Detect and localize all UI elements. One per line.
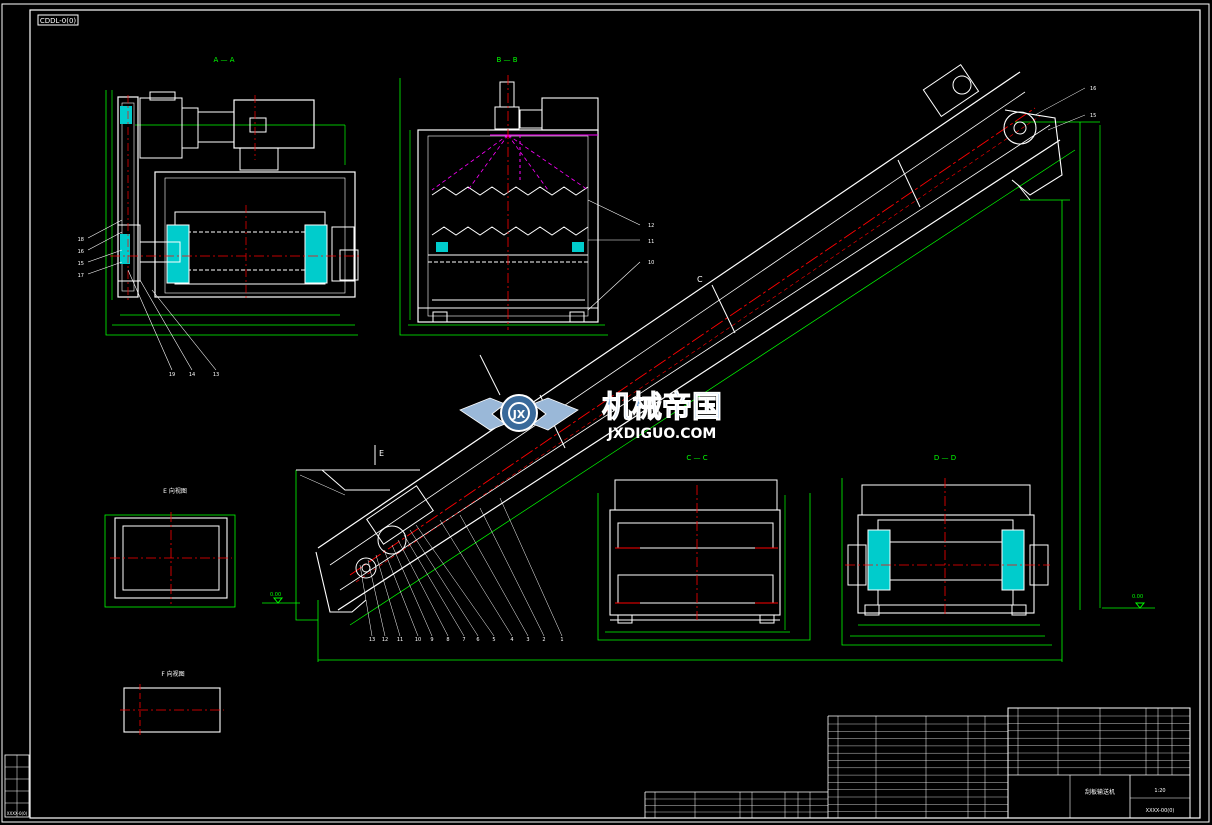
frame-code-box: [37, 14, 79, 26]
conv-balloon-2: 12: [382, 637, 388, 643]
view-f: F 向视图: [120, 670, 224, 736]
conv-balloon-6: 8: [446, 637, 449, 643]
view-bb-label: B — B: [496, 56, 517, 64]
bb-balloon-1: 12: [648, 223, 654, 229]
view-aa-label: A — A: [213, 56, 234, 64]
conv-balloon-1: 13: [369, 637, 375, 643]
conv-top-balloon-2: 15: [1090, 113, 1096, 119]
view-e: E 向视图: [104, 487, 236, 608]
conv-balloon-11: 3: [526, 637, 529, 643]
frame-code: CDDL-0(0): [40, 17, 77, 25]
watermark: JX 机械帝国 JXDIGUO.COM: [459, 390, 723, 442]
drawing-scale: 1:20: [1154, 788, 1165, 794]
elev-left-text: 0.00: [270, 592, 281, 598]
revision-strip: XXXX-0(0): [4, 754, 30, 818]
conv-balloon-3: 11: [397, 637, 403, 643]
view-e-label: E 向视图: [163, 487, 187, 495]
bottom-code: XXXX-0(0): [7, 811, 28, 816]
conv-top-balloon-1: 16: [1090, 86, 1096, 92]
view-bb: B — B 12 11 10: [399, 56, 654, 336]
drawing-name: 刮板输送机: [1085, 788, 1115, 796]
drawing-number: XXXX-00(0): [1146, 808, 1175, 814]
view-aa: A — A: [78, 56, 360, 378]
bb-balloon-3: 10: [648, 260, 654, 266]
aa-balloon-6: 14: [189, 372, 195, 378]
view-f-label: F 向视图: [161, 670, 184, 678]
aa-balloon-4: 17: [78, 273, 84, 279]
elevation-left: 0.00: [262, 592, 300, 604]
logo-text: JX: [512, 408, 526, 421]
conv-balloon-13: 1: [560, 637, 563, 643]
aa-balloon-7: 13: [213, 372, 219, 378]
outer-border: [1, 3, 1210, 823]
c-arrow-marker: C: [697, 275, 703, 284]
inclined-conveyor: [295, 64, 1101, 662]
inner-border: [29, 9, 1201, 819]
conv-balloon-9: 5: [492, 637, 495, 643]
parts-list: [644, 708, 1190, 819]
view-cc-label: C — C: [686, 454, 707, 462]
e-arrow-marker: E: [379, 449, 384, 458]
aa-balloon-2: 16: [78, 249, 84, 255]
view-dd: D — D: [841, 454, 1052, 646]
view-dd-label: D — D: [934, 454, 956, 462]
aa-balloon-3: 15: [78, 261, 84, 267]
conv-balloon-7: 7: [462, 637, 465, 643]
title-block: 刮板输送机 1:20 XXXX-00(0): [1007, 707, 1191, 819]
conv-balloon-8: 6: [476, 637, 479, 643]
conv-balloon-10: 4: [510, 637, 513, 643]
watermark-en: JXDIGUO.COM: [607, 426, 717, 442]
conveyor-balloons: 13 12 11 10 9 8 7 6 5 4 3 2 1 16 15: [369, 86, 1097, 643]
conv-balloon-12: 2: [542, 637, 545, 643]
bb-balloon-2: 11: [648, 239, 654, 245]
aa-balloon-1: 18: [78, 237, 84, 243]
conv-balloon-4: 10: [415, 637, 421, 643]
elevation-right: 0.00: [1102, 594, 1155, 609]
elev-right-text: 0.00: [1132, 594, 1143, 600]
watermark-cn: 机械帝国: [602, 390, 722, 425]
conv-balloon-5: 9: [430, 637, 433, 643]
aa-balloon-5: 19: [169, 372, 175, 378]
view-cc: C — C: [597, 454, 811, 641]
